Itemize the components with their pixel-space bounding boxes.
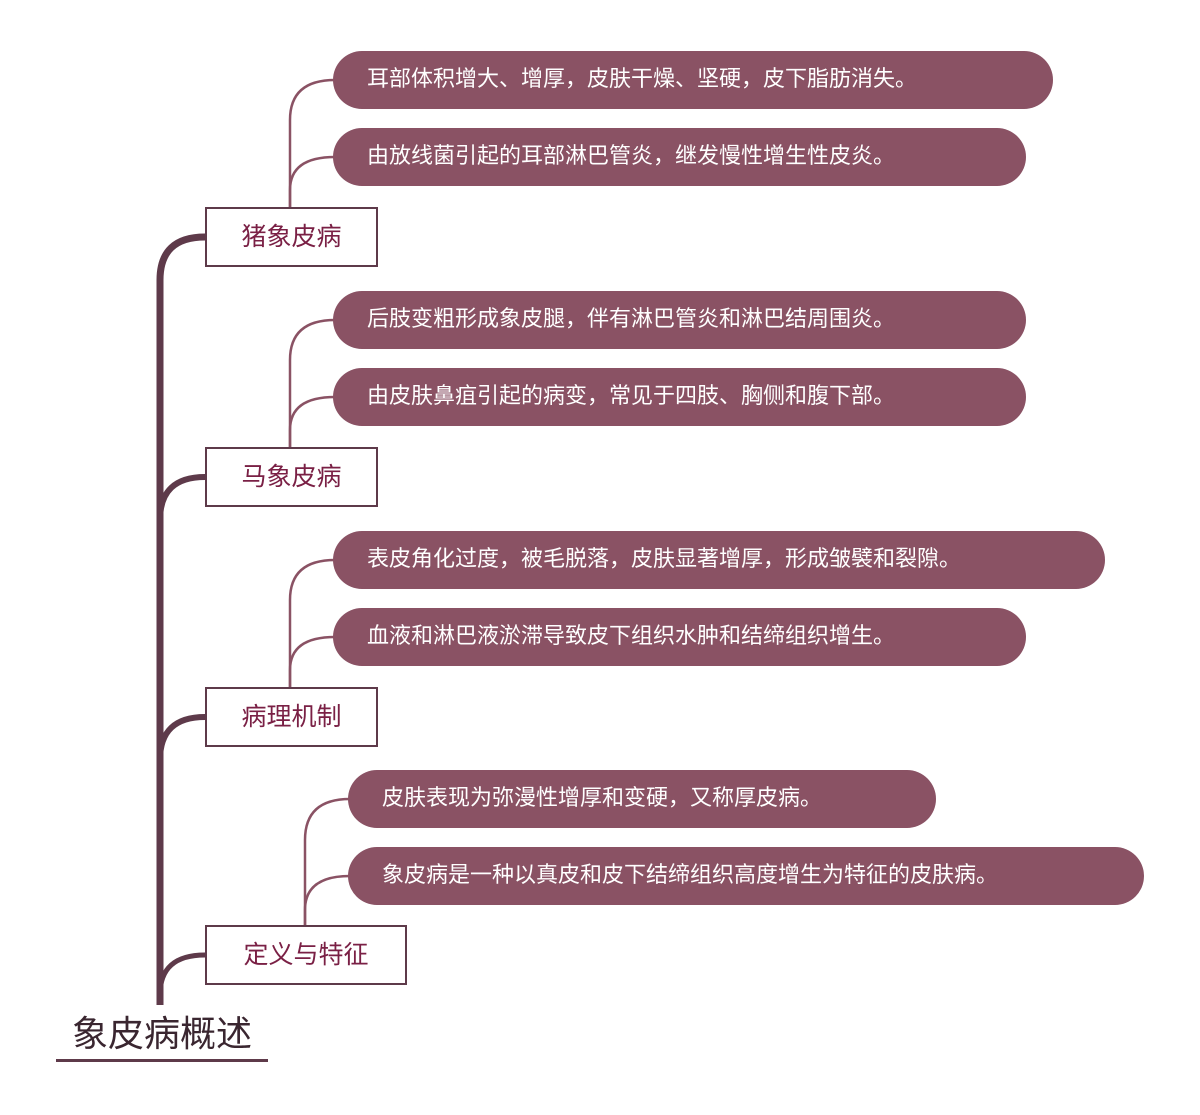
sub-connector-3a: [288, 558, 336, 687]
trunk-connector-1: [156, 233, 206, 1005]
trunk-connector-3: [157, 714, 206, 1005]
leaf-3a: 表皮角化过度，被毛脱落，皮肤显著增厚，形成皱襞和裂隙。: [333, 531, 1105, 589]
trunk-connector-4: [157, 952, 206, 1005]
leaf-4a: 皮肤表现为弥漫性增厚和变硬，又称厚皮病。: [348, 770, 936, 828]
branch-node-4: 定义与特征: [205, 925, 407, 985]
branch-node-2: 马象皮病: [205, 447, 378, 507]
sub-connector-4b: [303, 874, 351, 925]
leaf-1b: 由放线菌引起的耳部淋巴管炎，继发慢性增生性皮炎。: [333, 128, 1026, 186]
sub-connector-3b: [288, 635, 336, 687]
branch-node-3: 病理机制: [205, 687, 378, 747]
sub-connector-2b: [288, 395, 336, 447]
leaf-1a: 耳部体积增大、增厚，皮肤干燥、坚硬，皮下脂肪消失。: [333, 51, 1053, 109]
branch-node-1: 猪象皮病: [205, 207, 378, 267]
trunk-connector-2: [157, 474, 206, 1005]
leaf-2b: 由皮肤鼻疽引起的病变，常见于四肢、胸侧和腹下部。: [333, 368, 1026, 426]
leaf-3b: 血液和淋巴液淤滞导致皮下组织水肿和结缔组织增生。: [333, 608, 1026, 666]
leaf-4b: 象皮病是一种以真皮和皮下结缔组织高度增生为特征的皮肤病。: [348, 847, 1144, 905]
sub-connector-4a: [303, 797, 351, 925]
root-title: 象皮病概述: [56, 1012, 268, 1062]
sub-connector-2a: [288, 318, 336, 447]
sub-connector-1a: [288, 78, 336, 207]
leaf-2a: 后肢变粗形成象皮腿，伴有淋巴管炎和淋巴结周围炎。: [333, 291, 1026, 349]
sub-connector-1b: [288, 155, 336, 207]
